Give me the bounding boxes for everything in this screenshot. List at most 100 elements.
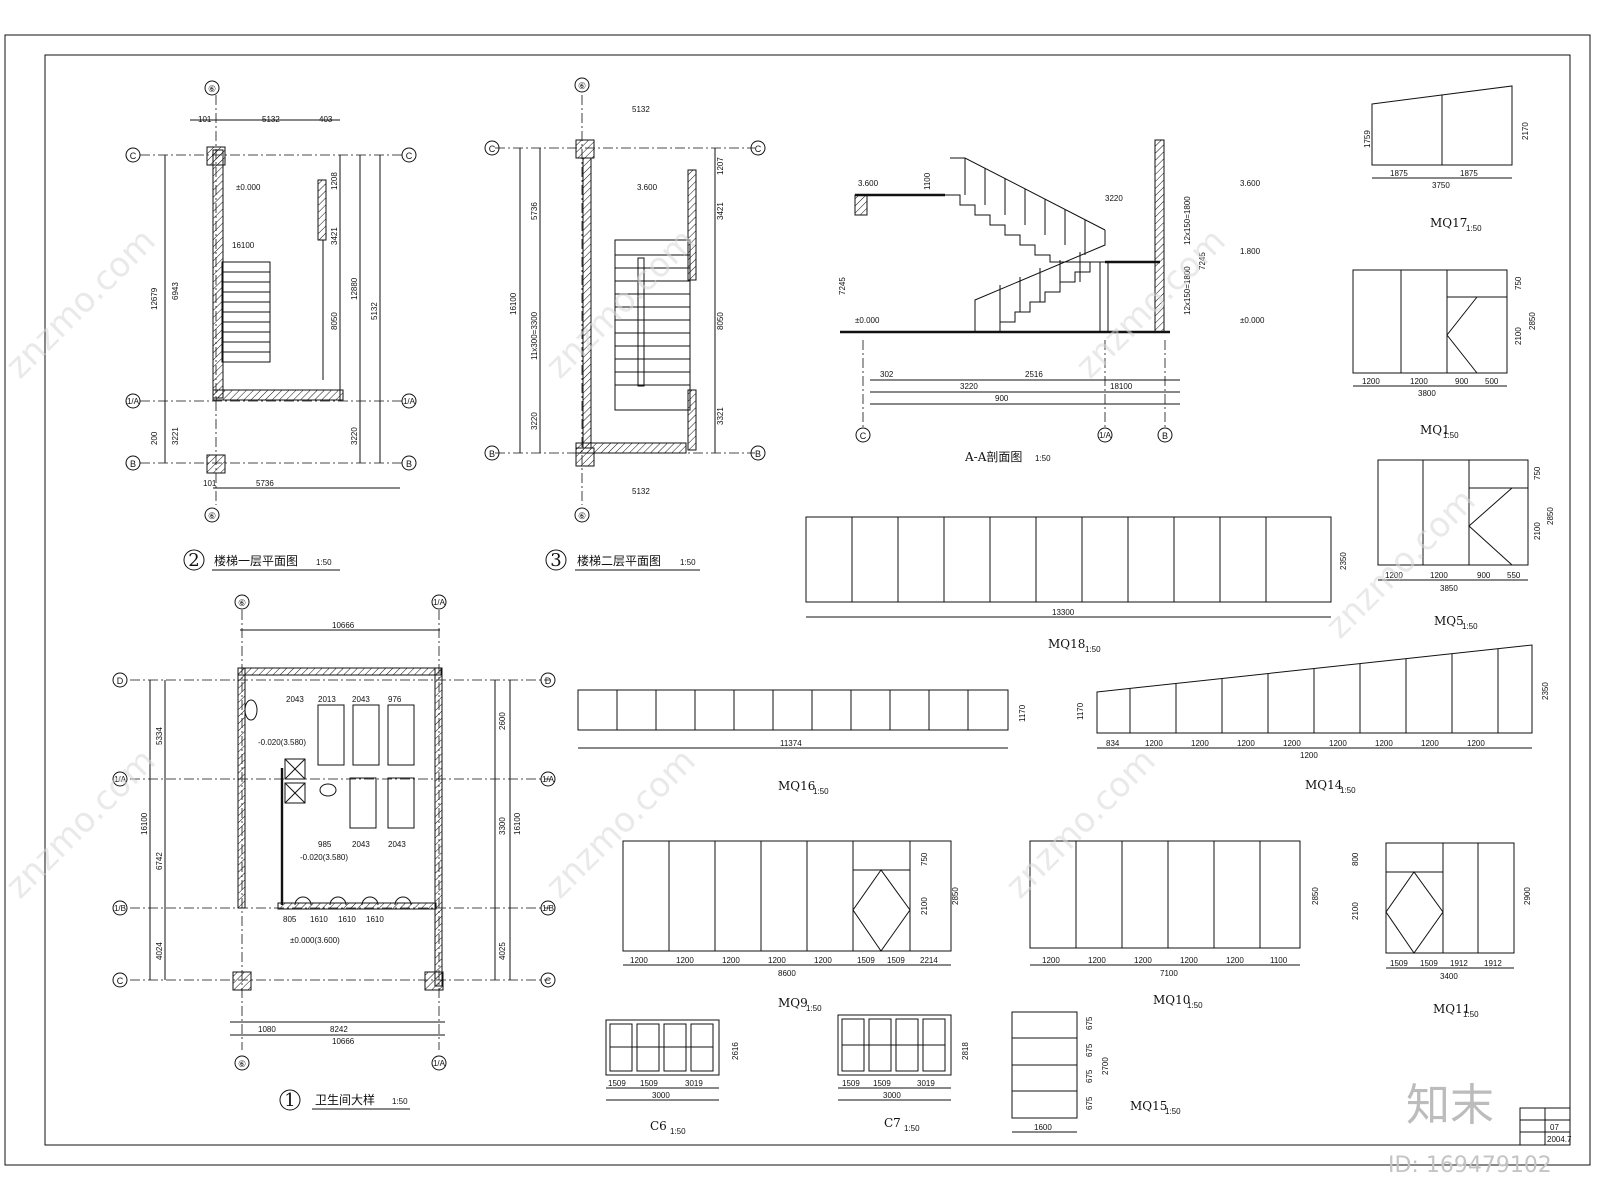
elevation-mq14: 834 1200 1200 1200 1200 1200 1200 1200 1…	[1076, 644, 1550, 795]
dimension: 1200	[1145, 739, 1163, 748]
dimension: 2350	[1541, 682, 1550, 700]
dimension: 976	[388, 695, 402, 704]
grid-bubble: C	[860, 431, 867, 441]
dimension: 2214	[920, 956, 938, 965]
dimension: 11374	[780, 739, 802, 748]
dimension: 1200	[814, 956, 832, 965]
dimension: 1600	[1034, 1123, 1052, 1132]
dimension: 1509	[873, 1079, 891, 1088]
elevation-mq1: 1200 1200 900 500 3800 750 2100 2850 MQ1…	[1352, 269, 1537, 440]
dimension: 1200	[1329, 739, 1347, 748]
dimension: 101	[198, 115, 212, 124]
dimension: 750	[1533, 466, 1542, 480]
elevation-name: MQ18	[1048, 637, 1085, 651]
dimension: 1200	[1467, 739, 1485, 748]
grid-bubble: C	[130, 151, 137, 161]
dimension: 1200	[1421, 739, 1439, 748]
dimension: 800	[1351, 852, 1360, 866]
dimension: 6943	[171, 282, 180, 300]
level-mark: 3.600	[1240, 179, 1261, 188]
elevation-name: MQ17	[1430, 216, 1467, 230]
dimension: 1200	[768, 956, 786, 965]
dimension: 2350	[1339, 552, 1348, 570]
grid-bubble: D	[117, 676, 124, 686]
elevation-mq5: 1200 1200 900 550 3850 750 2100 2850 MQ5…	[1377, 459, 1555, 631]
dimension: 200	[150, 431, 159, 445]
dimension: 3000	[883, 1091, 901, 1100]
dimension: 3220	[960, 382, 978, 391]
level-mark: ±0.000	[855, 316, 880, 325]
dimension: 2043	[352, 695, 370, 704]
dimension: 900	[1455, 377, 1469, 386]
drawing-number: 1	[284, 1090, 295, 1111]
watermark-text: znzmo.com	[0, 221, 164, 386]
plan-3-stair-second: ⑥ ⑥ C C B B 3.600 5132 5132 16100 11x300…	[484, 77, 766, 571]
dimension: 12679	[150, 287, 159, 310]
elevation-mq9: 1200 1200 1200 1200 1200 1509 1509 2214 …	[622, 840, 960, 1013]
grid-bubble: ⑥	[238, 598, 246, 608]
dimension: 5132	[632, 105, 650, 114]
elevation-name: MQ9	[778, 996, 808, 1010]
dimension: 2900	[1523, 887, 1532, 905]
dimension: 1610	[366, 915, 384, 924]
dimension: 2850	[1311, 887, 1320, 905]
outer-border	[4, 34, 1591, 1166]
level-mark: 3.600	[858, 179, 879, 188]
grid-bubble: 1/A	[127, 397, 140, 406]
grid-bubble: B	[1162, 431, 1168, 441]
grid-bubble: ⑥	[578, 81, 586, 91]
dimension: 834	[1106, 739, 1120, 748]
grid-bubble: B	[755, 449, 761, 459]
dimension: 1509	[857, 956, 875, 965]
level-mark: ±0.000	[1240, 316, 1265, 325]
dimension: 5736	[530, 202, 539, 220]
dimension: 1200	[1300, 751, 1318, 760]
dimension: 10666	[332, 1037, 355, 1046]
dimension: 2100	[1351, 902, 1360, 920]
dimension: 12x150=1800	[1183, 196, 1192, 245]
watermark-text: znzmo.com	[538, 221, 703, 386]
dimension: 3400	[1440, 972, 1458, 981]
dimension: 1100	[1270, 956, 1288, 965]
drawing-title: 楼梯一层平面图	[214, 553, 298, 568]
dimension: 500	[1485, 377, 1499, 386]
drawing-title: 楼梯二层平面图	[577, 553, 661, 568]
dimension: 2100	[920, 897, 929, 915]
elevation-scale: 1:50	[806, 1004, 822, 1013]
elevation-scale: 1:50	[1165, 1107, 1181, 1116]
image-id: ID: 169479102	[1388, 1153, 1552, 1178]
dimension: 1100	[923, 172, 932, 190]
dimension: 1200	[1410, 377, 1428, 386]
dimension: 750	[1514, 276, 1523, 290]
elevation-scale: 1:50	[1463, 1010, 1479, 1019]
dimension: 1200	[676, 956, 694, 965]
inner-border	[44, 54, 1571, 1146]
dimension: 2516	[1025, 370, 1043, 379]
dimension: 985	[318, 840, 332, 849]
section-a-a: C 1/A B 3.600 3.600 1.800 ±0.000 ±0.000 …	[838, 139, 1265, 464]
grid-bubble: 1/A	[114, 775, 127, 784]
level-mark: ±0.000	[236, 183, 261, 192]
elevation-scale: 1:50	[1443, 431, 1459, 440]
dimension: 16100	[509, 292, 518, 315]
dimension: 2818	[961, 1042, 970, 1060]
dimension: 5132	[262, 115, 280, 124]
elevation-scale: 1:50	[1085, 645, 1101, 654]
dimension: 1200	[1362, 377, 1380, 386]
dimension: 1610	[338, 915, 356, 924]
dimension: 3421	[716, 202, 725, 220]
dimension: 8050	[330, 312, 339, 330]
drawing-date: 2004.7	[1547, 1135, 1572, 1144]
dimension: 2850	[1546, 507, 1555, 525]
grid-bubble: C	[489, 144, 496, 154]
dimension: 16100	[232, 241, 255, 250]
dimension: 1200	[1180, 956, 1198, 965]
dimension: 1509	[608, 1079, 626, 1088]
elevation-name: MQ14	[1305, 778, 1343, 792]
dimension: 1200	[1191, 739, 1209, 748]
dimension: 2616	[731, 1042, 740, 1060]
elevation-mq15: 1600 675 675 675 675 2700 MQ15 1:50	[1011, 1011, 1181, 1133]
dimension: 805	[283, 915, 297, 924]
dimension: 750	[920, 852, 929, 866]
